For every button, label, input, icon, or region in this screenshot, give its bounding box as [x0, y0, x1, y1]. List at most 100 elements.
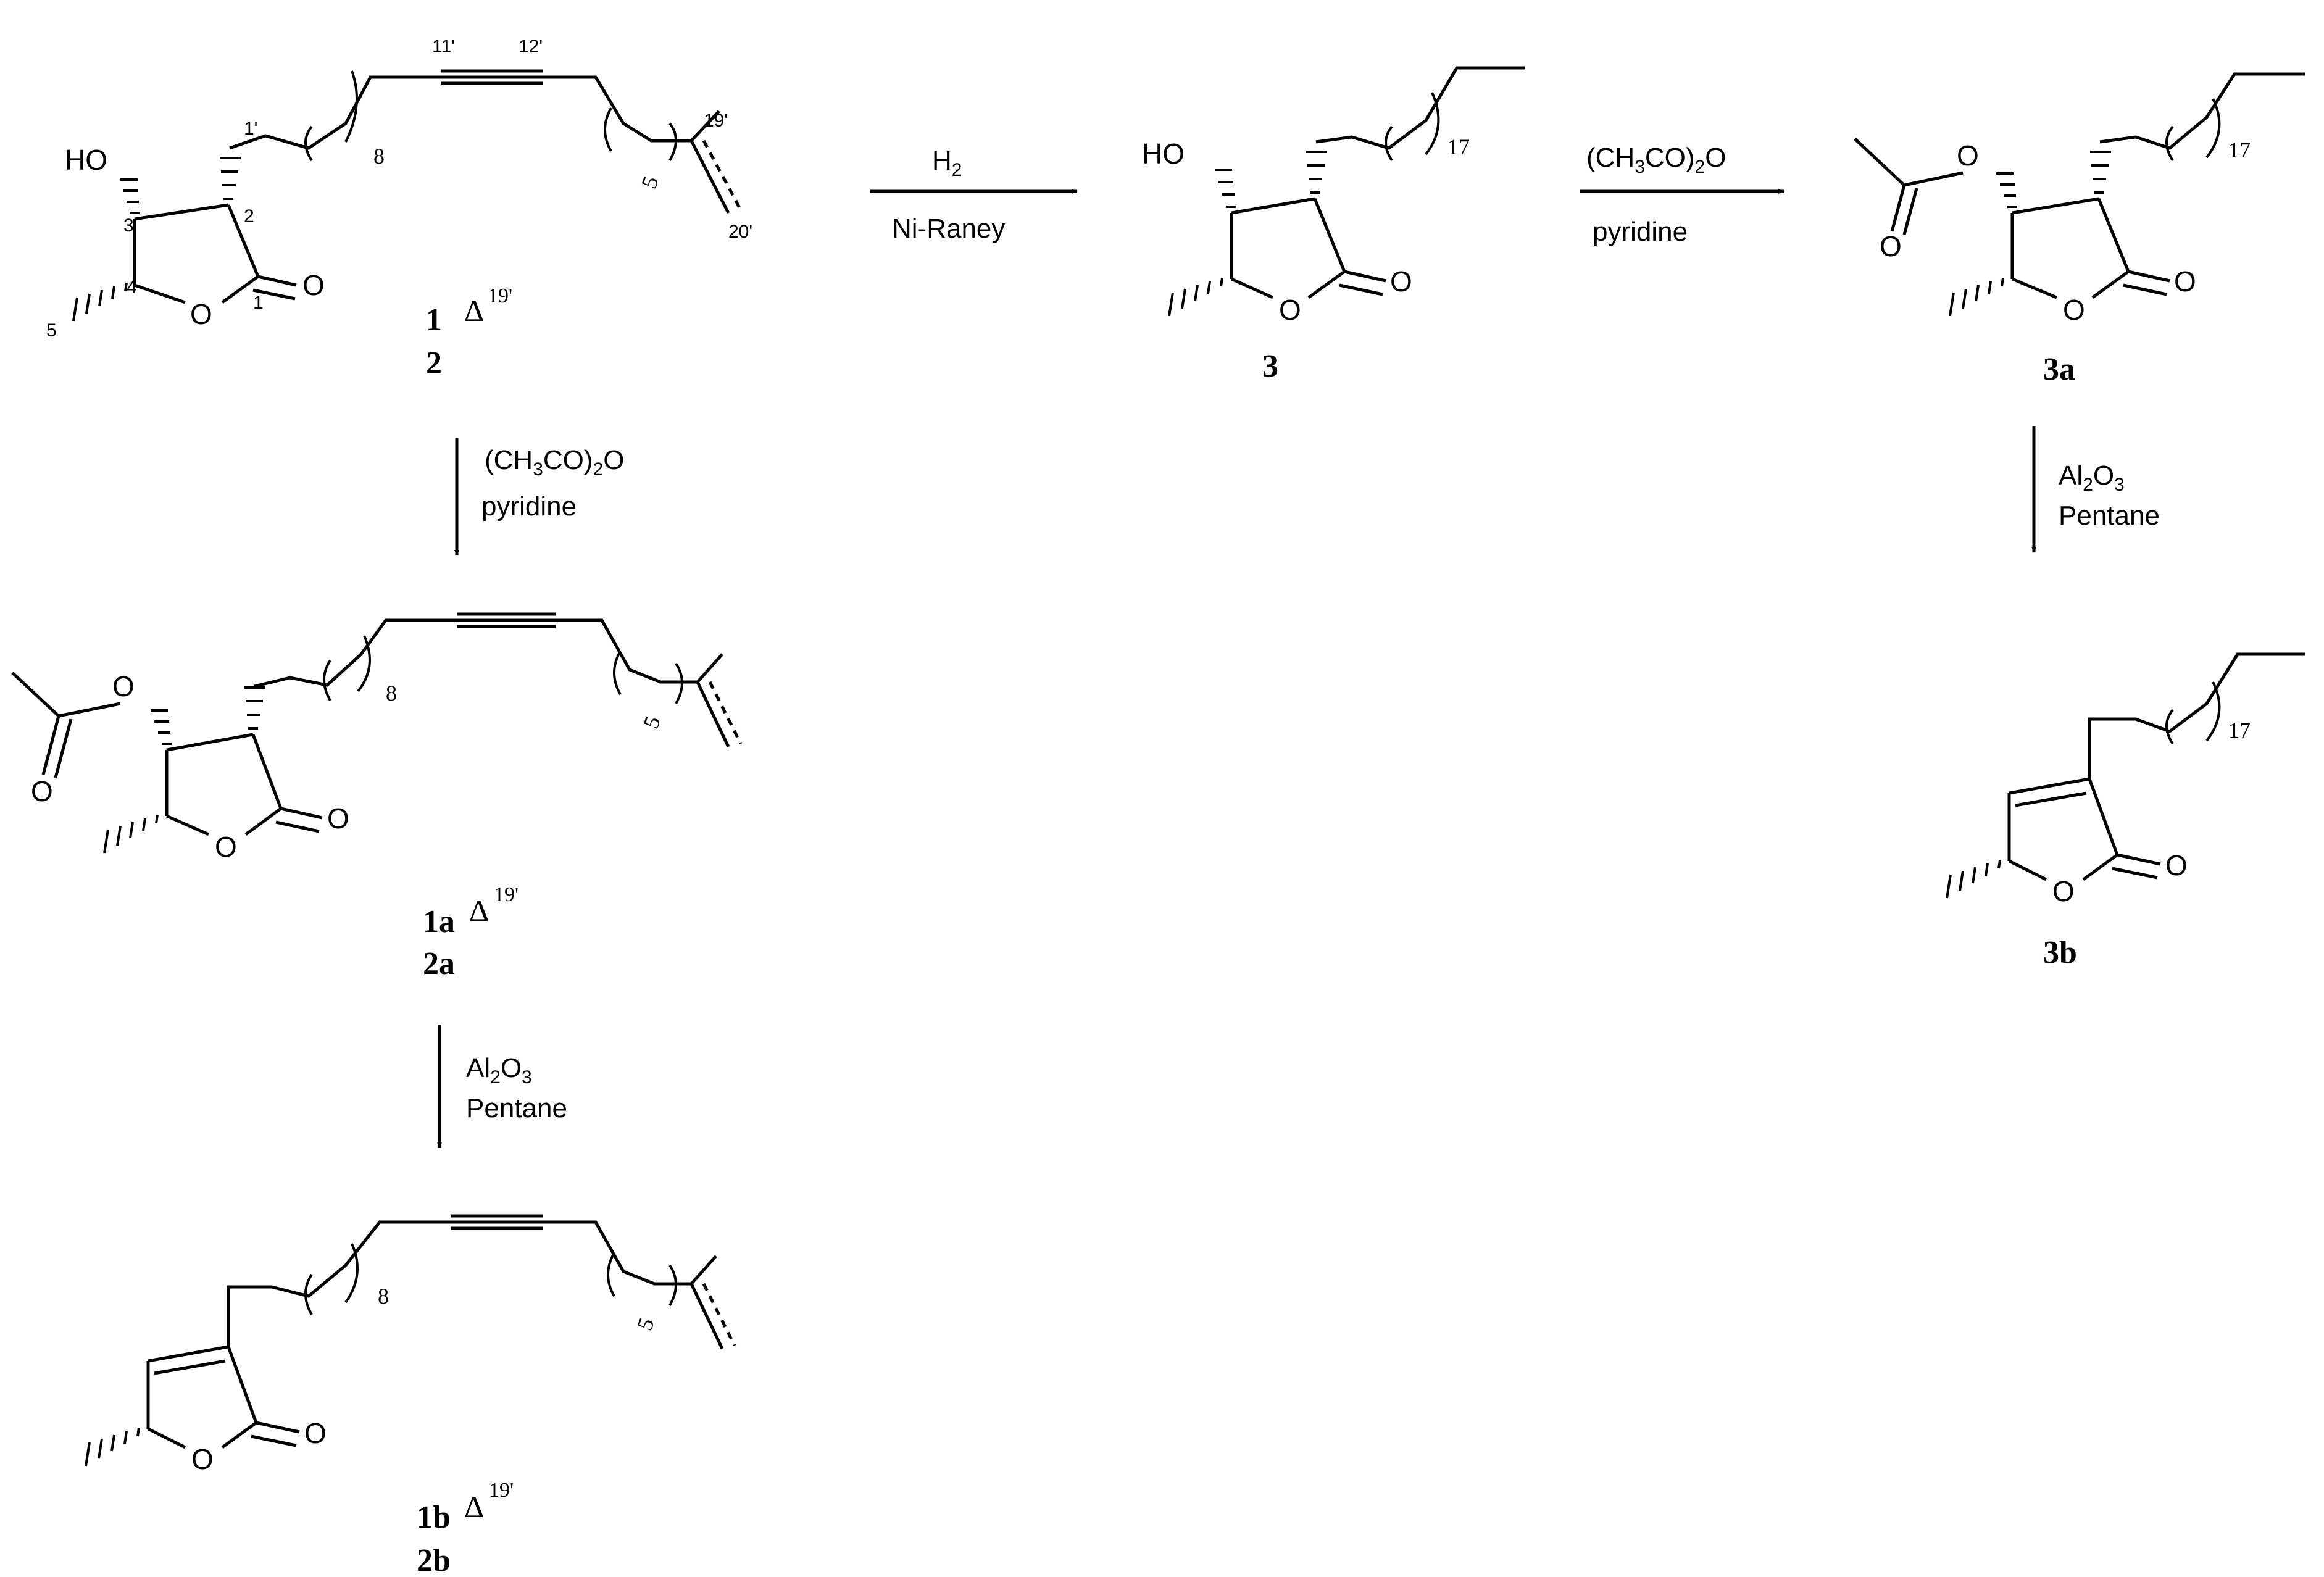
reagent-pentane-3a: Pentane	[2059, 501, 2160, 531]
locant-4: 4	[127, 277, 137, 298]
bracket-right-5-1b	[668, 1264, 677, 1306]
atom-o-acetyl-3a: O	[1880, 230, 1902, 262]
locant-3: 3	[123, 215, 134, 236]
repeat-8-1a: 8	[386, 681, 397, 705]
compound-1-2-structure	[72, 69, 743, 322]
bracket-right-8	[344, 70, 358, 143]
atom-o-ring-3: O	[1279, 294, 1301, 326]
reagent-pyridine-3: pyridine	[1593, 217, 1688, 247]
reagent-pentane-1a: Pentane	[466, 1093, 567, 1123]
delta-symbol-1: Δ	[464, 293, 484, 328]
delta-sup-1b: 19'	[489, 1479, 514, 1502]
bracket-right-5-1a	[675, 662, 683, 704]
compound-3-structure	[1168, 66, 1525, 317]
hash-wedge-c4-methyl-3b	[1946, 859, 2001, 899]
delta-sup-1a: 19'	[494, 883, 519, 906]
delta-symbol-1b: Δ	[464, 1489, 484, 1524]
bracket-right-17-3b	[2205, 681, 2221, 742]
bracket-left-5	[604, 107, 612, 152]
bracket-left-5-1a	[613, 651, 622, 695]
bracket-left-8-1a	[323, 659, 331, 701]
atom-ho-1: HO	[65, 144, 107, 176]
bracket-left-8-1b	[304, 1273, 313, 1315]
atom-o-ring-1: O	[190, 298, 212, 330]
bracket-right-8-1a	[357, 635, 371, 693]
compound-label-3a: 3a	[2043, 352, 2075, 387]
atom-o-ring-1a: O	[215, 831, 237, 863]
atom-ho-3: HO	[1142, 138, 1185, 170]
repeat-5-1b: 5	[632, 1315, 659, 1334]
hash-wedge-c4-methyl-3	[1168, 277, 1223, 317]
atom-o-carbonyl-1: O	[302, 269, 325, 301]
repeat-5-top: 5	[636, 173, 664, 192]
bracket-left-17-3a	[2165, 125, 2174, 162]
hash-wedge-c4-methyl	[72, 282, 128, 322]
compound-label-2b: 2b	[417, 1543, 451, 1577]
hash-wedge-c3-oac-1a	[151, 709, 172, 745]
hash-wedge-c4-methyl-3a	[1949, 277, 2004, 317]
compound-label-2a: 2a	[423, 946, 455, 981]
atom-o-carbonyl-3b: O	[2165, 849, 2188, 881]
compound-1b-2b-structure	[85, 1214, 736, 1467]
hash-wedge-c4-methyl-1a	[103, 814, 159, 854]
reagent-ac2o-3: (CH3CO)2O	[1586, 143, 1726, 177]
atom-o-acetyl-1a: O	[31, 775, 53, 807]
bracket-left-5-1b	[607, 1252, 615, 1297]
locant-1: 1	[253, 293, 264, 313]
hash-wedge-c3-oh-3	[1215, 169, 1236, 208]
hash-wedge-c2-chain	[220, 157, 241, 200]
atom-o-ester-1a: O	[112, 670, 135, 702]
atom-o-ring-1b: O	[191, 1443, 214, 1475]
compound-label-1b: 1b	[417, 1500, 451, 1535]
atom-o-ester-3a: O	[1957, 139, 1979, 172]
repeat-17-3b: 17	[2228, 718, 2251, 743]
compound-label-1a: 1a	[423, 904, 455, 939]
repeat-8-top: 8	[373, 144, 385, 169]
atom-o-carbonyl-3: O	[1390, 265, 1412, 298]
hash-wedge-c3-oh	[120, 178, 140, 214]
bracket-right-5	[668, 122, 677, 161]
repeat-17-3a: 17	[2228, 138, 2251, 162]
bracket-right-8-1b	[344, 1243, 359, 1304]
reagent-al2o3-1a: Al2O3	[466, 1053, 532, 1088]
bracket-left-17-3	[1385, 125, 1393, 162]
compound-3a-structure	[1854, 72, 2305, 317]
bracket-right-17-3a	[2205, 98, 2221, 159]
repeat-17-3: 17	[1447, 135, 1470, 159]
delta-symbol-1a: Δ	[469, 893, 489, 928]
delta-sup-1: 19'	[488, 285, 512, 307]
locant-11p: 11'	[432, 36, 455, 57]
atom-o-carbonyl-1b: O	[304, 1417, 327, 1449]
repeat-5-1a: 5	[638, 713, 665, 732]
reagent-ni-raney: Ni-Raney	[892, 214, 1005, 244]
compound-label-3b: 3b	[2043, 935, 2077, 970]
hash-wedge-c2-chain-3a	[2090, 151, 2111, 194]
hash-wedge-c4-methyl-1b	[85, 1427, 140, 1467]
bracket-left-8	[304, 125, 313, 162]
compound-3b-structure	[1946, 652, 2305, 899]
locant-20p: 20'	[728, 222, 752, 242]
atom-o-carbonyl-1a: O	[327, 802, 349, 834]
hash-wedge-c2-chain-3	[1306, 151, 1327, 194]
reagent-al2o3-3a: Al2O3	[2059, 460, 2125, 495]
hash-wedge-c3-oac-3a	[1996, 172, 2017, 208]
atom-o-ring-3a: O	[2063, 294, 2085, 326]
reagent-pyridine-1: pyridine	[481, 491, 577, 522]
hash-wedge-c2-chain-1a	[244, 686, 265, 730]
bracket-right-17-3	[1425, 92, 1440, 156]
atom-o-carbonyl-3a: O	[2174, 265, 2196, 298]
reagent-h2: H2	[932, 146, 962, 180]
compound-label-2: 2	[426, 346, 442, 381]
reagent-ac2o-1: (CH3CO)2O	[485, 445, 624, 480]
compound-1a-2a-structure	[11, 612, 743, 854]
compound-label-1: 1	[426, 302, 442, 338]
locant-2: 2	[244, 206, 254, 227]
locant-12p: 12'	[519, 36, 543, 57]
atom-o-ring-3b: O	[2052, 875, 2075, 907]
locant-5: 5	[46, 320, 57, 341]
repeat-8-1b: 8	[378, 1284, 389, 1309]
locant-1p: 1'	[244, 119, 257, 139]
locant-19p: 19'	[704, 110, 728, 131]
compound-label-3: 3	[1262, 349, 1278, 384]
